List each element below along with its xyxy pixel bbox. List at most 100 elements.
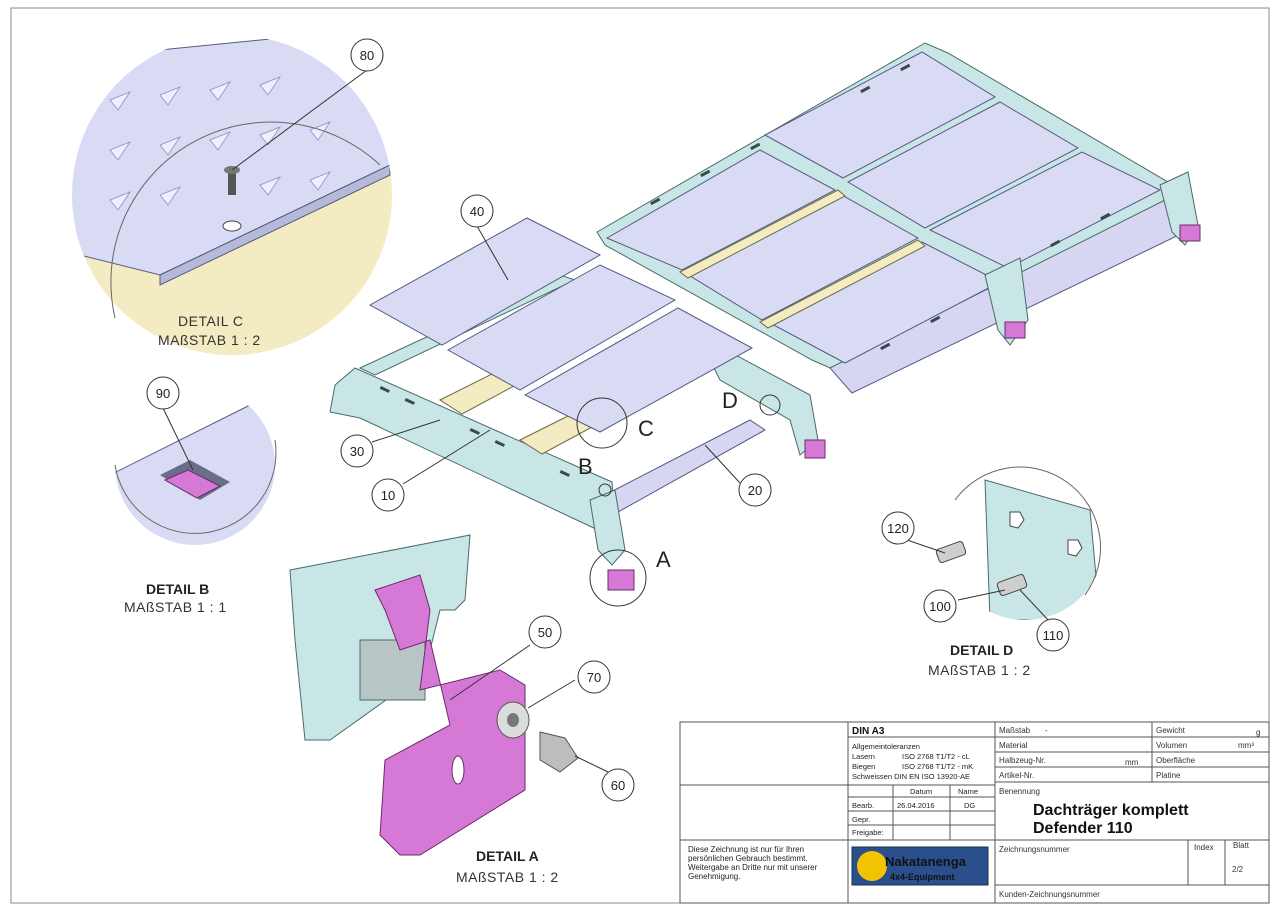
- balloon-text-70: 70: [587, 670, 601, 685]
- tb-scale-label: Maßstab: [999, 726, 1031, 735]
- tb-welding-value: Schweissen DIN EN ISO 13920-AE: [852, 772, 970, 781]
- plate-right-1: [763, 51, 997, 179]
- detail-circle-b: [598, 483, 612, 497]
- balloon-110: [1036, 618, 1070, 652]
- balloon-text-60: 60: [611, 778, 625, 793]
- balloon-text-120: 120: [887, 521, 909, 536]
- tb-customer-no-label: Kunden-Zeichnungsnummer: [999, 890, 1100, 899]
- tb-notice-line4: Genehmigung.: [688, 872, 740, 881]
- balloon-text-30: 30: [350, 444, 364, 459]
- balloon-10: [371, 478, 405, 512]
- detail-d-title: DETAIL D: [950, 642, 1013, 658]
- plate-40-2: [446, 264, 677, 391]
- balloons: [146, 38, 1070, 802]
- tb-bending-value: ISO 2768 T1/T2 - mK: [902, 762, 973, 771]
- detail-a-scale: MAßSTAB 1 : 2: [456, 869, 559, 885]
- tb-notice-line3: Weitergabe an Dritte nur mit unserer: [688, 863, 818, 872]
- plate-40-1: [368, 217, 602, 346]
- tb-volume-unit: mm³: [1238, 741, 1254, 750]
- main-assembly: [329, 42, 1201, 591]
- detail-c-scale: MAßSTAB 1 : 2: [158, 332, 261, 348]
- detail-d-scale: MAßSTAB 1 : 2: [928, 662, 1031, 678]
- balloon-20: [738, 473, 772, 507]
- balloon-text-50: 50: [538, 625, 552, 640]
- balloon-text-100: 100: [929, 599, 951, 614]
- detail-a-view: [289, 534, 579, 856]
- sheet-border: [10, 7, 1270, 904]
- detail-b-view: [114, 385, 277, 545]
- frame-slots: [379, 63, 1111, 477]
- balloon-70: [577, 660, 611, 694]
- detail-circle-d: [759, 394, 781, 416]
- logo-line1: Nakatanenga: [885, 854, 967, 869]
- tb-semi-label: Halbzeug-Nr.: [999, 756, 1046, 765]
- plate-right-3: [928, 151, 1162, 269]
- tb-volume-label: Volumen: [1156, 741, 1187, 750]
- balloon-50: [528, 615, 562, 649]
- detail-c-view: [72, 35, 392, 355]
- tb-date-header: Datum: [910, 787, 932, 796]
- view-letter-b: B: [578, 454, 593, 479]
- balloon-text-80: 80: [360, 48, 374, 63]
- tb-semi-unit: mm: [1125, 758, 1139, 767]
- detail-d-view: [935, 460, 1105, 620]
- tb-release-label: Freigabe:: [852, 828, 884, 837]
- tb-scale-value: -: [1045, 726, 1048, 735]
- tb-notice-line1: Diese Zeichnung ist nur für Ihren: [688, 845, 804, 854]
- tb-sheet-label: Blatt: [1233, 841, 1250, 850]
- title-block: [679, 721, 1270, 904]
- plate-right-4: [605, 149, 837, 271]
- balloon-text-10: 10: [381, 488, 395, 503]
- detail-a-title: DETAIL A: [476, 848, 539, 864]
- balloon-text-40: 40: [470, 204, 484, 219]
- foot-left-far: [804, 439, 826, 459]
- view-letter-a: A: [656, 547, 671, 572]
- tb-edited-name: DG: [964, 801, 975, 810]
- foot-right-1: [1004, 321, 1026, 339]
- tb-bending-label: Biegen: [852, 762, 875, 771]
- foot-left-front: [607, 569, 635, 591]
- tb-laser-value: ISO 2768 T1/T2 - cL: [902, 752, 970, 761]
- leaders: [162, 69, 1051, 773]
- tb-sheet-value: 2/2: [1232, 865, 1244, 874]
- tb-designation-label: Benennung: [999, 787, 1040, 796]
- balloon-40: [460, 194, 494, 228]
- tb-edited-label: Bearb.: [852, 801, 874, 810]
- tb-format: DIN A3: [852, 726, 885, 737]
- balloon-120: [881, 511, 915, 545]
- tb-designation-line1: Dachträger komplett: [1033, 802, 1189, 819]
- tb-tolerances-heading: Allgemeintoleranzen: [852, 742, 920, 751]
- view-letter-d: D: [722, 388, 738, 413]
- tb-name-header: Name: [958, 787, 978, 796]
- tb-laser-label: Lasern: [852, 752, 875, 761]
- balloon-text-90: 90: [156, 386, 170, 401]
- tb-checked-label: Gepr.: [852, 815, 870, 824]
- balloon-80: [350, 38, 384, 72]
- detail-circle-a: [589, 549, 647, 607]
- tb-weight-unit: g: [1256, 728, 1260, 737]
- balloon-30: [340, 434, 374, 468]
- tb-article-label: Artikel-Nr.: [999, 771, 1034, 780]
- tb-notice-line2: persönlichen Gebrauch bestimmt.: [688, 854, 808, 863]
- tb-edited-date: 26.04.2016: [897, 801, 935, 810]
- balloon-90: [146, 376, 180, 410]
- detail-c-title: DETAIL C: [178, 313, 243, 329]
- tb-index-label: Index: [1194, 843, 1214, 852]
- logo-line2: 4x4-Equipment: [890, 872, 955, 882]
- balloon-text-110: 110: [1043, 628, 1064, 643]
- tb-designation-line2: Defender 110: [1033, 820, 1133, 837]
- detail-b-scale: MAßSTAB 1 : 1: [124, 599, 227, 615]
- tb-surface-label: Oberfläche: [1156, 756, 1196, 765]
- balloon-text-20: 20: [748, 483, 762, 498]
- detail-b-title: DETAIL B: [146, 581, 209, 597]
- view-letter-c: C: [638, 416, 654, 441]
- foot-right-2: [1179, 224, 1201, 242]
- rail-right-1: [679, 189, 846, 279]
- balloon-100: [923, 589, 957, 623]
- tb-weight-label: Gewicht: [1156, 726, 1186, 735]
- tb-drawing-no-label: Zeichnungsnummer: [999, 845, 1070, 854]
- tb-article-value: Platine: [1156, 771, 1181, 780]
- plate-right-2: [846, 101, 1080, 229]
- detail-circle-c: [576, 397, 628, 449]
